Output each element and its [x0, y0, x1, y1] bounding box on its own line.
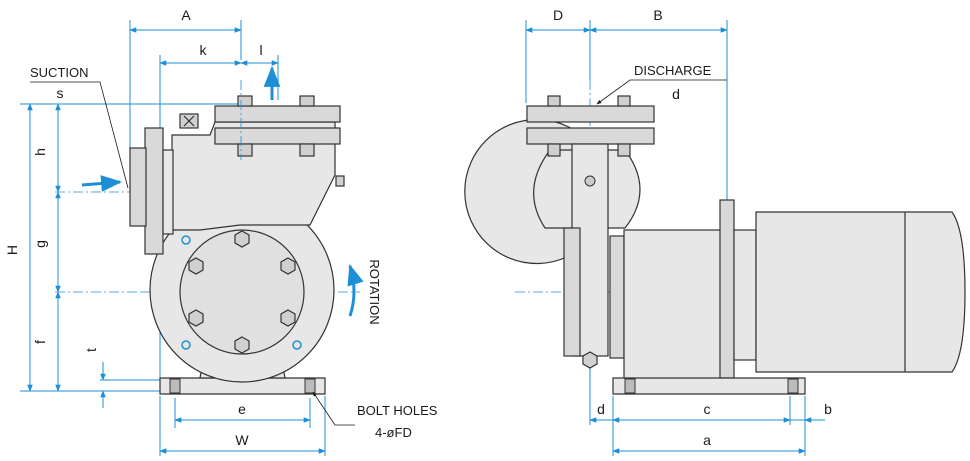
- dim-a-label: a: [703, 432, 711, 448]
- dim-k-label: k: [200, 42, 208, 58]
- rotation-label: ROTATION: [367, 259, 382, 324]
- dim-d-top-label: d: [672, 86, 680, 102]
- bolt-spec-label: 4-øFD: [375, 425, 412, 440]
- dim-B-label: B: [653, 7, 662, 23]
- dim-s-label: s: [57, 85, 64, 101]
- suction-label: SUCTION: [30, 65, 89, 80]
- discharge-label: DISCHARGE: [634, 63, 712, 78]
- casing-bolts: [188, 230, 296, 354]
- dim-t-label: t: [83, 348, 99, 352]
- bolt-holes-label: BOLT HOLES: [357, 403, 438, 418]
- dim-e-label: e: [238, 401, 246, 417]
- dim-g-label: g: [32, 240, 48, 248]
- dim-A-label: A: [181, 7, 191, 23]
- front-view: [20, 20, 364, 456]
- side-view: [464, 20, 966, 456]
- dim-f-label: f: [32, 340, 48, 344]
- dim-b-label: b: [824, 401, 832, 417]
- dim-h-label: h: [32, 148, 48, 156]
- dim-D-label: D: [553, 7, 563, 23]
- dim-H-label: H: [4, 245, 20, 255]
- dim-l-label: l: [259, 42, 262, 58]
- dim-W-label: W: [235, 432, 249, 448]
- dim-c-label: c: [704, 401, 711, 417]
- dim-d-bottom-label: d: [597, 401, 605, 417]
